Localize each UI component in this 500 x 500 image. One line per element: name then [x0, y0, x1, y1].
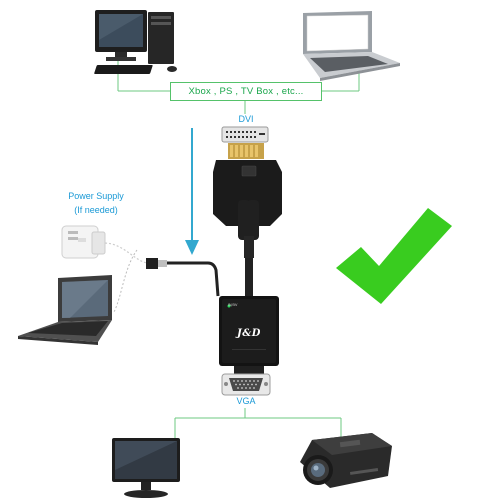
vga-port — [221, 373, 271, 396]
laptop-icon — [303, 11, 400, 81]
adapter-box — [219, 296, 279, 374]
source-devices-box: Xbox , PS , TV Box , etc... — [170, 82, 322, 101]
power-supply-label: Power Supply — [68, 191, 124, 201]
power-cable-dotted — [113, 249, 138, 313]
adapter-indicator-text: IN/5V — [228, 303, 238, 307]
source-devices-label: Xbox , PS , TV Box , etc... — [188, 86, 304, 97]
dvi-connector — [213, 126, 282, 296]
checkmark-icon — [336, 208, 452, 304]
adapter-brand-logo: J&D — [237, 328, 261, 339]
vga-label: VGA — [236, 396, 256, 406]
projector-icon — [300, 433, 392, 488]
desktop-computer-icon — [94, 10, 177, 74]
dvi-label: DVI — [238, 114, 254, 124]
bottom-bracket — [174, 408, 342, 438]
down-arrow-icon — [185, 128, 199, 255]
power-supply-note: (If needed) — [74, 205, 118, 215]
power-adapter-icon — [61, 225, 220, 297]
laptop-icon — [18, 275, 112, 345]
monitor-icon — [112, 438, 180, 498]
